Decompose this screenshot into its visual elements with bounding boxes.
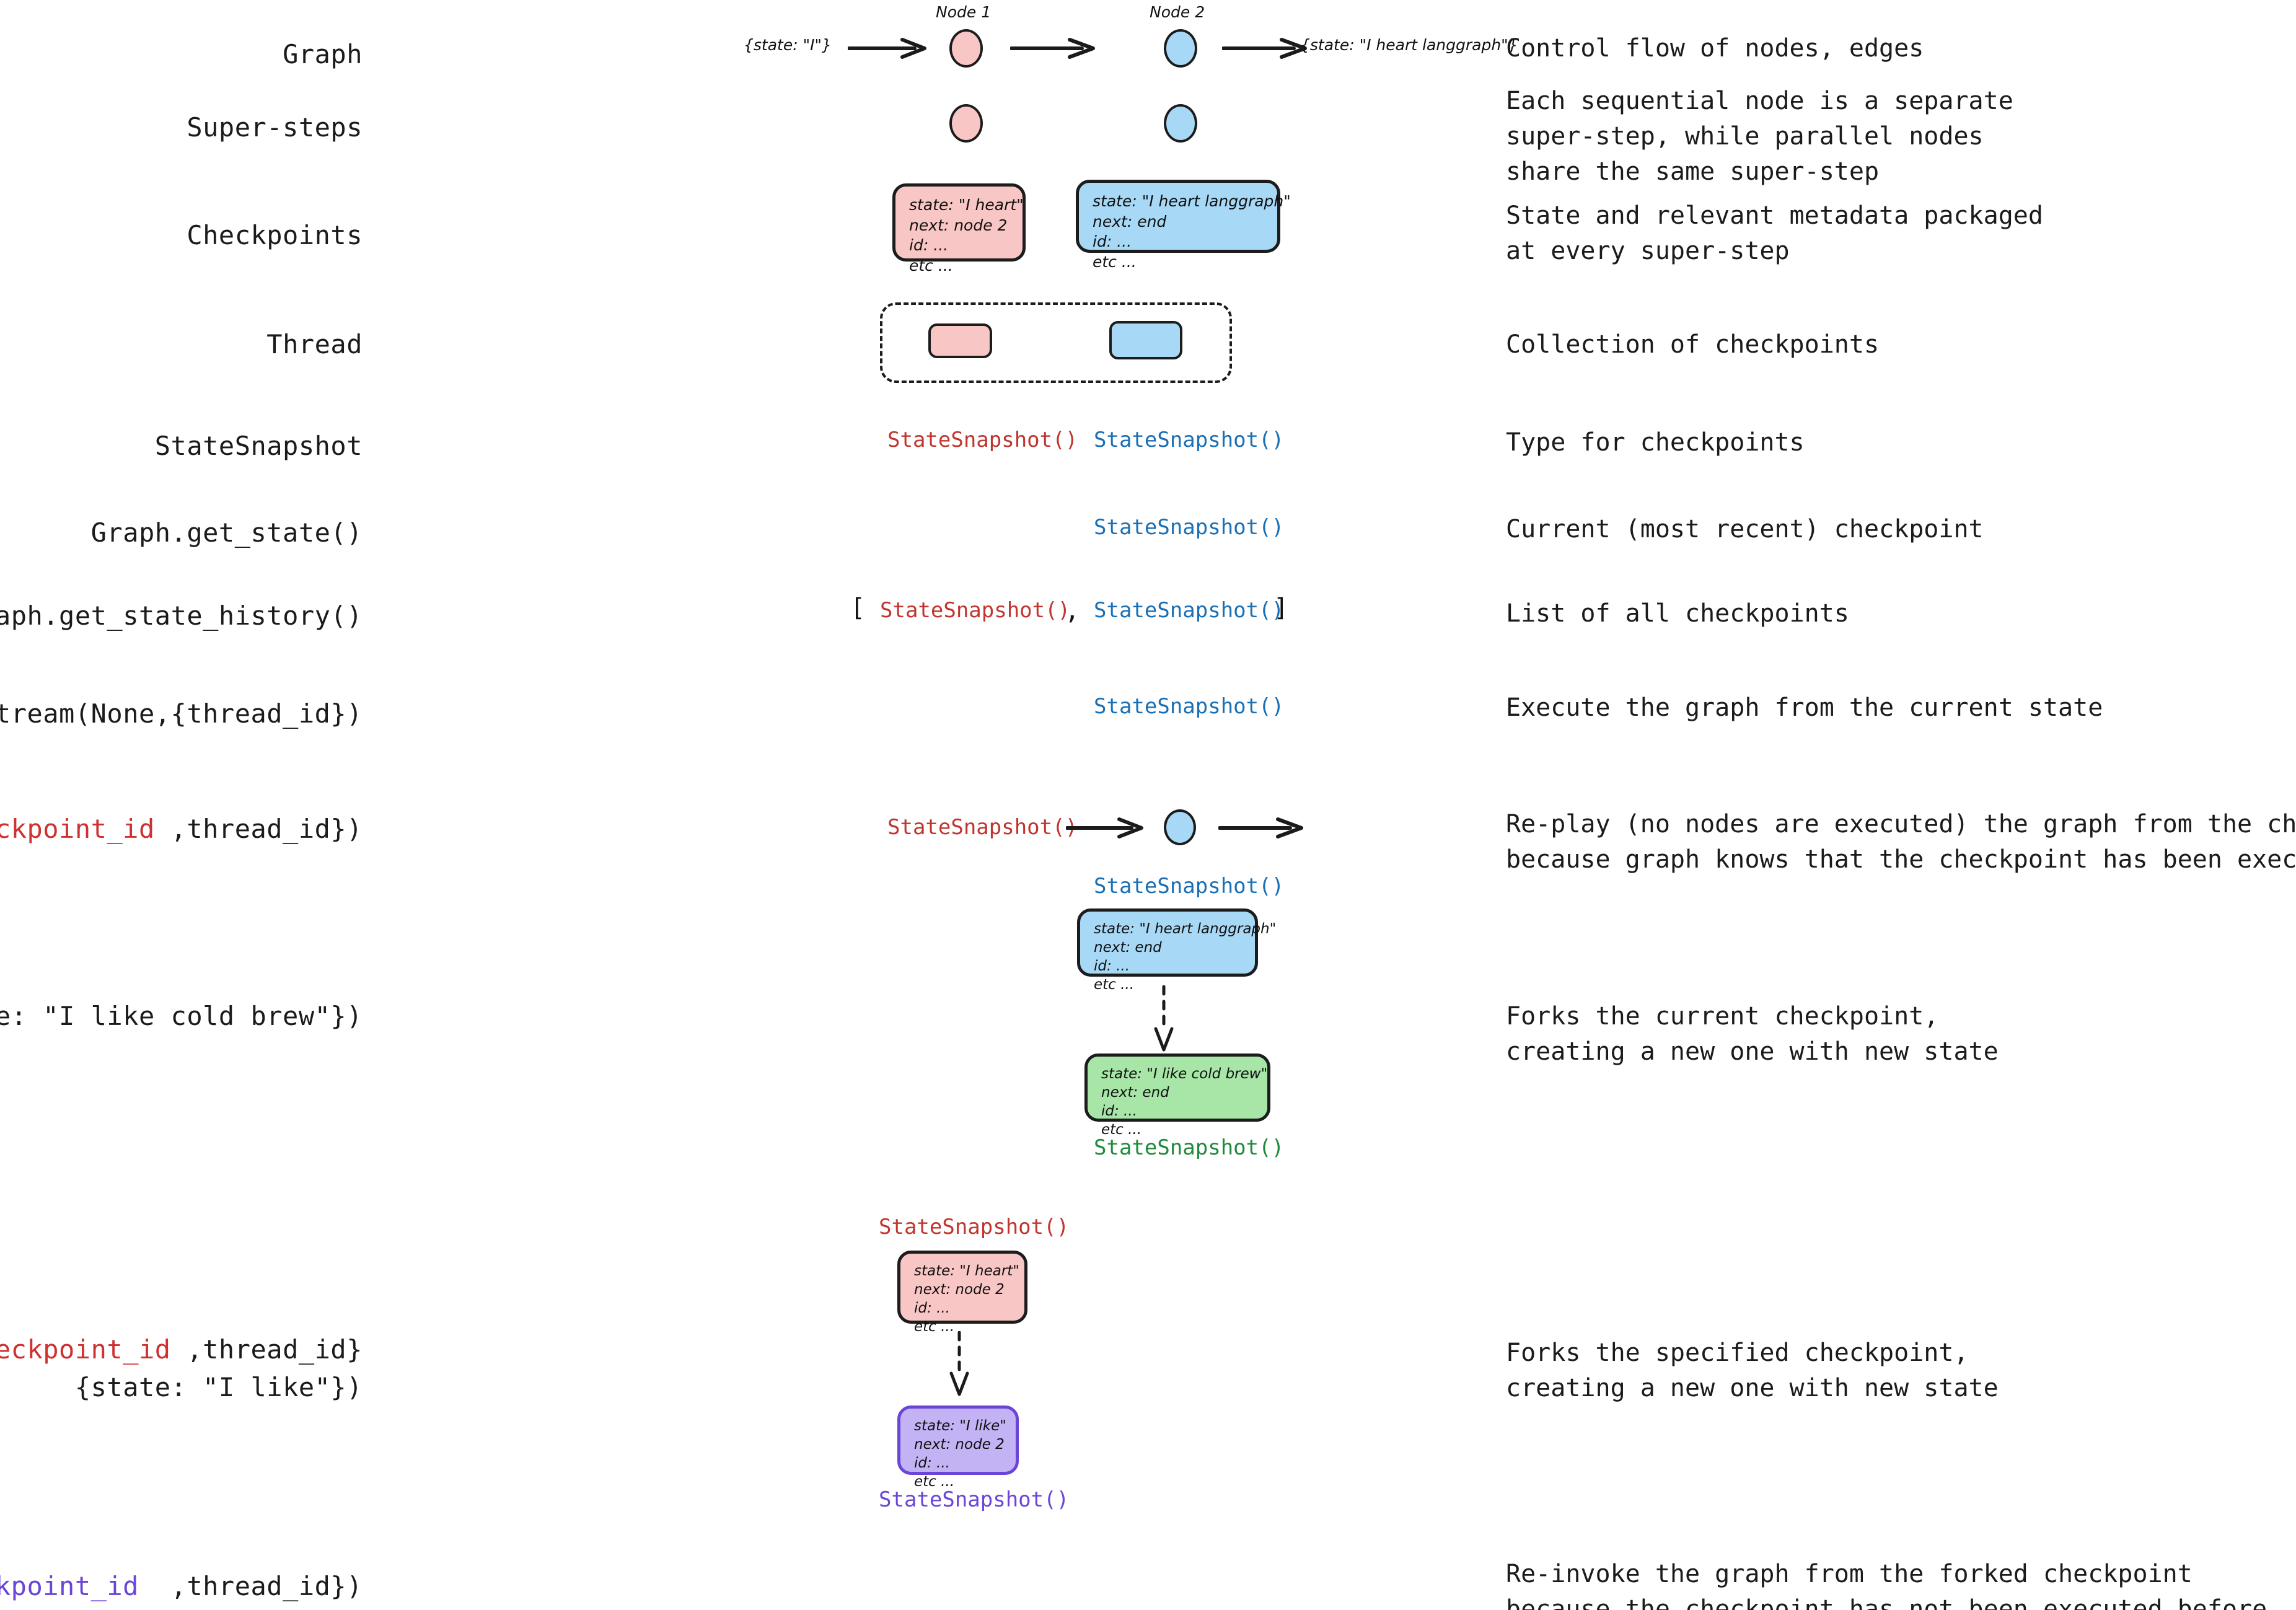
checkpoint-box-node1: state: "I heart" next: node 2 id: ... et…: [892, 183, 1026, 275]
forked-checkpoint-box-green: state: "I like cold brew" next: end id: …: [1084, 1054, 1270, 1138]
description-update-state-checkpoint: Forks the specified checkpoint, creating…: [1506, 1339, 1999, 1402]
stream-forked-part-2: ,thread_id}): [138, 1571, 363, 1601]
node-2-circle: [1164, 29, 1197, 68]
list-separator-comma: ,: [1065, 597, 1080, 625]
thread-checkpoint-swatch-2: [1109, 321, 1182, 359]
list-bracket-open: [: [850, 594, 866, 622]
replay-source-snapshot: StateSnapshot(): [887, 815, 1078, 840]
row-label-get-state: Graph.get_state(): [90, 517, 363, 548]
source-checkpoint-snapshot-label-red: StateSnapshot(): [879, 1215, 1070, 1239]
history-snapshot-red: StateSnapshot(): [880, 598, 1071, 623]
forked-checkpoint-box-purple: state: "I like" next: node 2 id: ... etc…: [897, 1405, 1019, 1490]
stream-checkpoint-label-part-2: ,thread_id}): [154, 814, 363, 844]
checkpoint-box-node2: state: "I heart langgraph" next: end id:…: [1076, 180, 1291, 271]
description-stream-checkpoint: Re-play (no nodes are executed) the grap…: [1506, 810, 2296, 874]
row-label-graph: Graph: [283, 39, 363, 69]
forked-purple-snapshot-label: StateSnapshot(): [879, 1487, 1070, 1512]
description-get-state: Current (most recent) checkpoint: [1506, 515, 1984, 543]
statesnapshot-label-blue: StateSnapshot(): [1094, 428, 1285, 452]
edge-arrow-node1-to-node2: [1010, 38, 1095, 59]
update-state-checkpoint-part-2: ,thread_id}: [170, 1334, 363, 1365]
stream-thread-result-snapshot: StateSnapshot(): [1094, 694, 1285, 719]
source-checkpoint-box-pink: state: "I heart" next: node 2 id: ... et…: [897, 1251, 1027, 1335]
description-graph: Control flow of nodes, edges: [1506, 34, 1924, 63]
stream-forked-checkpoint-id-token: checkpoint_id: [0, 1571, 139, 1601]
list-bracket-close: ]: [1273, 594, 1289, 622]
super-step-node-2: [1164, 104, 1197, 143]
update-state-checkpoint-line2: {state: "I like"}): [74, 1371, 363, 1402]
graph-output-state-annotation: {state: "I heart langgraph"}: [1300, 36, 1518, 54]
get-state-result-snapshot: StateSnapshot(): [1094, 515, 1285, 540]
edge-arrow-node2-to-end: [1222, 38, 1307, 59]
thread-checkpoint-swatch-1: [928, 323, 992, 358]
row-label-update-state-checkpoint: Graph.update_state({ checkpoint_id ,thre…: [0, 1331, 363, 1407]
row-label-thread: Thread: [266, 329, 363, 359]
node2-caption: Node 2: [1150, 3, 1205, 21]
super-step-node-1: [949, 104, 983, 143]
stream-checkpoint-id-token: checkpoint_id: [0, 814, 155, 844]
description-stream-forked: Re-invoke the graph from the forked chec…: [1506, 1560, 2267, 1610]
node1-caption: Node 1: [936, 3, 992, 21]
forked-green-snapshot-label: StateSnapshot(): [1094, 1135, 1285, 1160]
graph-input-state-annotation: {state: "I"}: [744, 36, 832, 54]
row-label-update-state-thread: Graph.update_state({thread_id},{state: "…: [0, 1001, 363, 1031]
current-checkpoint-box-blue: state: "I heart langgraph" next: end id:…: [1077, 908, 1276, 993]
edge-arrow-start-to-node1: [848, 38, 926, 59]
row-label-statesnapshot: StateSnapshot: [154, 431, 363, 461]
thread-container: [880, 302, 1232, 383]
replay-arrow-left: [1066, 817, 1143, 838]
row-label-get-state-history: Graph.get_state_history(): [0, 600, 363, 631]
node-1-circle: [949, 29, 983, 68]
description-checkpoints: State and relevant metadata packaged at …: [1506, 201, 2043, 265]
description-super-steps: Each sequential node is a separate super…: [1506, 87, 2013, 186]
description-statesnapshot: Type for checkpoints: [1506, 428, 1805, 457]
update-state-checkpoint-id-token: checkpoint_id: [0, 1334, 171, 1365]
fork-arrow-pink-to-purple: [949, 1331, 969, 1396]
history-snapshot-blue: StateSnapshot(): [1094, 598, 1285, 623]
replay-arrow-right: [1218, 817, 1303, 838]
row-label-super-steps: Super-steps: [187, 112, 363, 143]
description-thread: Collection of checkpoints: [1506, 330, 1880, 359]
row-label-checkpoints: Checkpoints: [187, 220, 363, 250]
replay-result-snapshot: StateSnapshot(): [1094, 874, 1285, 899]
statesnapshot-label-red: StateSnapshot(): [887, 428, 1078, 452]
description-update-state-thread: Forks the current checkpoint, creating a…: [1506, 1002, 1999, 1066]
description-stream-thread: Execute the graph from the current state: [1506, 693, 2103, 722]
fork-arrow-blue-to-green: [1154, 985, 1174, 1052]
description-get-state-history: List of all checkpoints: [1506, 599, 1849, 628]
replay-node-circle: [1164, 809, 1196, 845]
